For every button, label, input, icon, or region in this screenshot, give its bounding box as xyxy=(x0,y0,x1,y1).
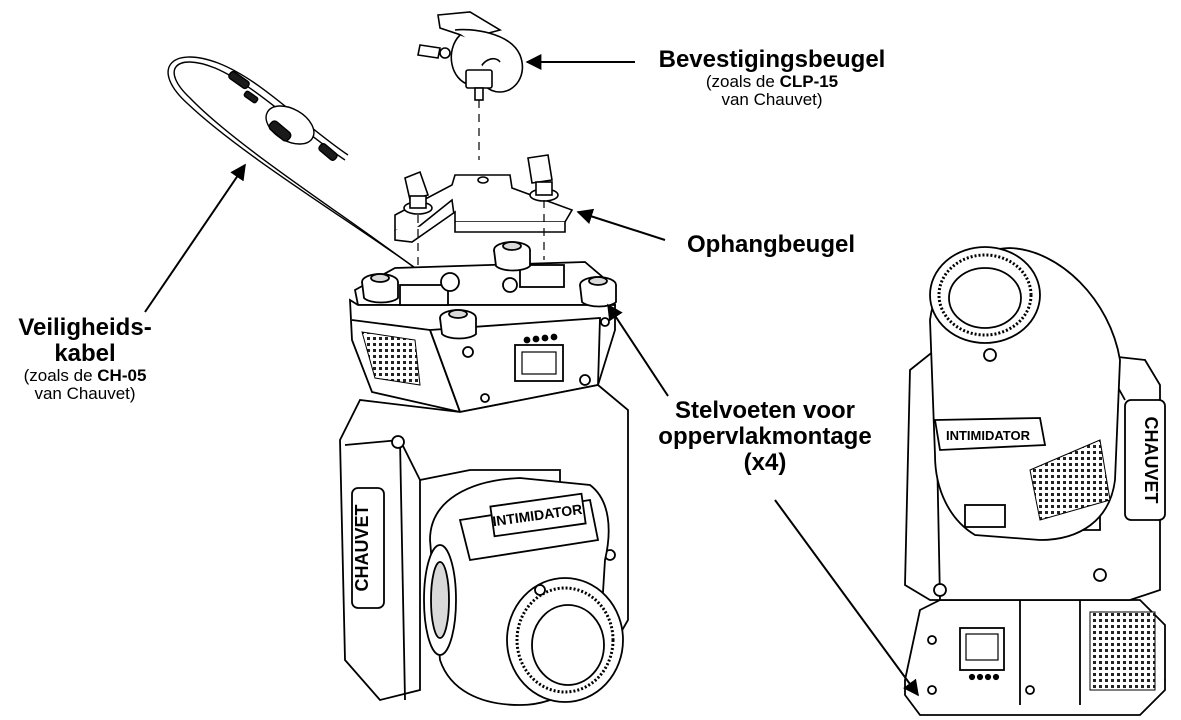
label-mounting-feet-title-1: Stelvoeten voor xyxy=(674,397,856,424)
hanging-bracket xyxy=(394,154,574,300)
label-mounting-clamp: Bevestigingsbeugel (zoals de CLP-15 van … xyxy=(636,47,908,110)
label-mounting-clamp-model: CLP-15 xyxy=(779,71,839,91)
arrow-feet-main xyxy=(607,303,669,397)
label-safety-cable-note: (zoals de CH-05 xyxy=(0,365,170,385)
label-mounting-feet-count: (x4) xyxy=(743,448,787,476)
label-mounting-clamp-brand: van Chauvet) xyxy=(721,90,823,110)
label-mounting-clamp-title: Bevestigingsbeugel xyxy=(658,46,886,73)
label-mounting-feet: Stelvoeten voor oppervlakmontage (x4) xyxy=(620,398,910,476)
safety-cable xyxy=(167,56,433,281)
label-hanging-bracket: Ophangbeugel xyxy=(666,232,876,258)
label-safety-cable: Veiligheids- kabel (zoals de CH-05 van C… xyxy=(0,315,170,404)
label-safety-cable-model: CH-05 xyxy=(97,365,147,385)
arrow-yoke xyxy=(576,208,666,241)
label-safety-cable-title-1: Veiligheids- xyxy=(18,314,152,341)
brand-logo-main: CHAUVET xyxy=(352,504,372,591)
fixture-upright xyxy=(904,246,1166,716)
brand-logo-upright: CHAUVET xyxy=(1141,416,1161,503)
mounting-clamp xyxy=(417,11,524,160)
label-safety-cable-prefix: (zoals de xyxy=(23,365,98,385)
foot xyxy=(361,273,399,304)
foot xyxy=(493,241,531,272)
leader-arrows xyxy=(144,54,919,697)
foot xyxy=(439,309,477,340)
label-safety-cable-brand: van Chauvet) xyxy=(34,384,136,404)
label-hanging-bracket-title: Ophangbeugel xyxy=(687,231,855,258)
label-safety-cable-title-2: kabel xyxy=(54,339,116,367)
label-mounting-clamp-prefix: (zoals de xyxy=(705,71,780,91)
label-mounting-clamp-note: (zoals de CLP-15 xyxy=(636,71,908,91)
model-text-upright: INTIMIDATOR xyxy=(946,428,1031,443)
fixture-main xyxy=(339,241,629,706)
foot xyxy=(579,276,617,308)
arrow-feet-upright xyxy=(774,499,919,697)
arrow-safety-cable xyxy=(144,163,246,313)
label-mounting-feet-title-2: oppervlakmontage xyxy=(658,422,872,450)
